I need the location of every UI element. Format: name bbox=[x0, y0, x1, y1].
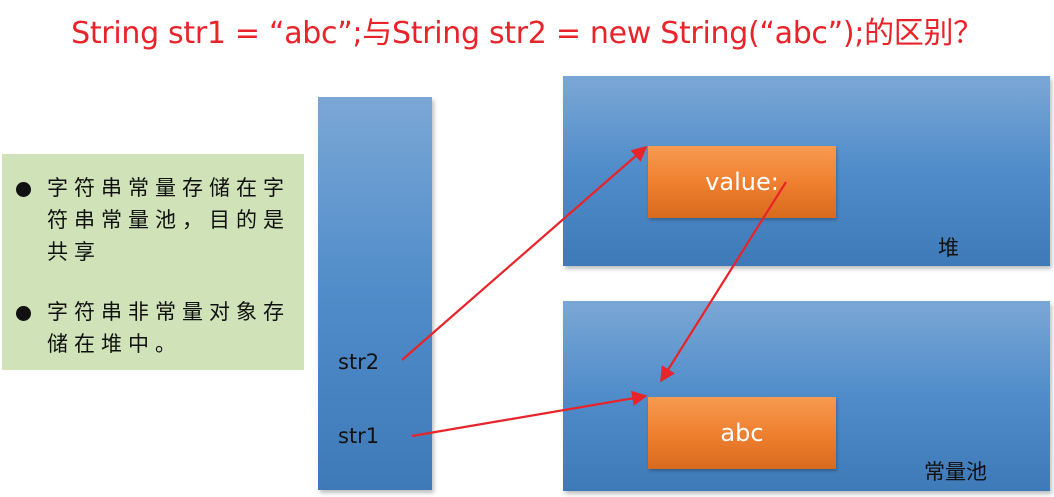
note-item: 字符串常量存储在字符串常量池，目的是共享 bbox=[16, 172, 294, 268]
diagram-title: String str1 = “abc”;与String str2 = new S… bbox=[71, 16, 983, 51]
note-text: 字符串非常量对象存储在堆中。 bbox=[47, 300, 290, 356]
str2-variable: str2 bbox=[338, 350, 380, 374]
bullet-icon bbox=[16, 306, 31, 321]
heap-label: 堆 bbox=[938, 236, 959, 260]
str2-to-heap-arrow bbox=[401, 145, 648, 361]
note-item: 字符串非常量对象存储在堆中。 bbox=[16, 296, 294, 360]
str1-to-abc-arrow bbox=[411, 390, 648, 438]
bullet-icon bbox=[16, 182, 31, 197]
value-to-abc-arrow bbox=[660, 181, 787, 383]
notes-panel: 字符串常量存储在字符串常量池，目的是共享 字符串非常量对象存储在堆中。 bbox=[2, 154, 304, 370]
pool-string-literal: abc bbox=[648, 397, 836, 469]
constant-pool-label: 常量池 bbox=[924, 460, 987, 484]
heap-string-object: value: bbox=[648, 146, 836, 218]
note-text: 字符串常量存储在字符串常量池，目的是共享 bbox=[47, 176, 290, 264]
str1-variable: str1 bbox=[338, 424, 380, 448]
stack-block bbox=[318, 97, 432, 490]
